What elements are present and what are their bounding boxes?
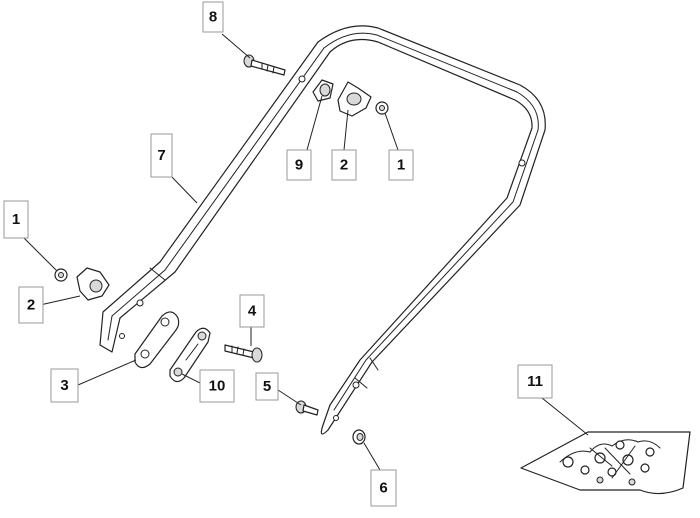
leader-6 (363, 442, 381, 471)
callout-11: 11 (517, 364, 553, 399)
callout-3-text: 3 (60, 377, 68, 394)
leader-10 (181, 373, 201, 384)
callout-5: 5 (255, 372, 279, 401)
callout-10-text: 10 (209, 378, 226, 395)
callout-4: 4 (239, 294, 265, 328)
callout-9-text: 9 (295, 157, 303, 174)
leader-11 (541, 397, 589, 436)
callout-2-top: 2 (331, 149, 357, 181)
leader-7 (169, 174, 198, 204)
hardware-bag-11-part (520, 431, 691, 495)
callout-2-left-text: 2 (27, 297, 35, 314)
leader-3 (77, 359, 137, 386)
bolt-8-part (243, 54, 286, 76)
callout-6: 6 (370, 469, 397, 507)
callout-7-text: 7 (157, 147, 165, 164)
callout-2-top-text: 2 (340, 157, 348, 174)
leader-2-top (343, 109, 349, 151)
callout-2-left: 2 (18, 286, 44, 324)
leader-1-top (384, 112, 399, 151)
callout-11-text: 11 (527, 373, 543, 390)
handle-frame-part (99, 25, 546, 435)
callout-4-text: 4 (248, 303, 257, 320)
leader-5 (277, 389, 302, 406)
callout-10: 10 (199, 369, 235, 403)
pin-9-part (312, 79, 334, 102)
leader-1-left (23, 237, 58, 272)
star-knob-left-part (76, 267, 110, 301)
star-knob-top-part (337, 81, 372, 117)
nut-6-part (352, 429, 366, 445)
bolt-4-part (224, 344, 263, 363)
callout-1-top-text: 1 (397, 157, 405, 174)
leader-9 (306, 95, 323, 151)
nut-left-part (54, 268, 68, 282)
leader-8 (221, 33, 251, 59)
callout-6-text: 6 (379, 480, 387, 497)
callout-1-left: 1 (3, 200, 29, 239)
callout-8: 8 (202, 1, 224, 33)
nut-top-part (375, 101, 389, 115)
plate-3-part (134, 311, 180, 369)
callout-9: 9 (286, 149, 312, 181)
callout-1-top: 1 (388, 149, 414, 181)
callout-1-left-text: 1 (12, 211, 20, 228)
callout-8-text: 8 (209, 9, 217, 26)
link-10-part (169, 327, 211, 383)
screw-5-part (295, 400, 319, 416)
callout-3: 3 (50, 368, 79, 403)
leader-2-left (39, 295, 81, 306)
callout-7: 7 (150, 133, 173, 178)
callout-5-text: 5 (263, 378, 271, 395)
